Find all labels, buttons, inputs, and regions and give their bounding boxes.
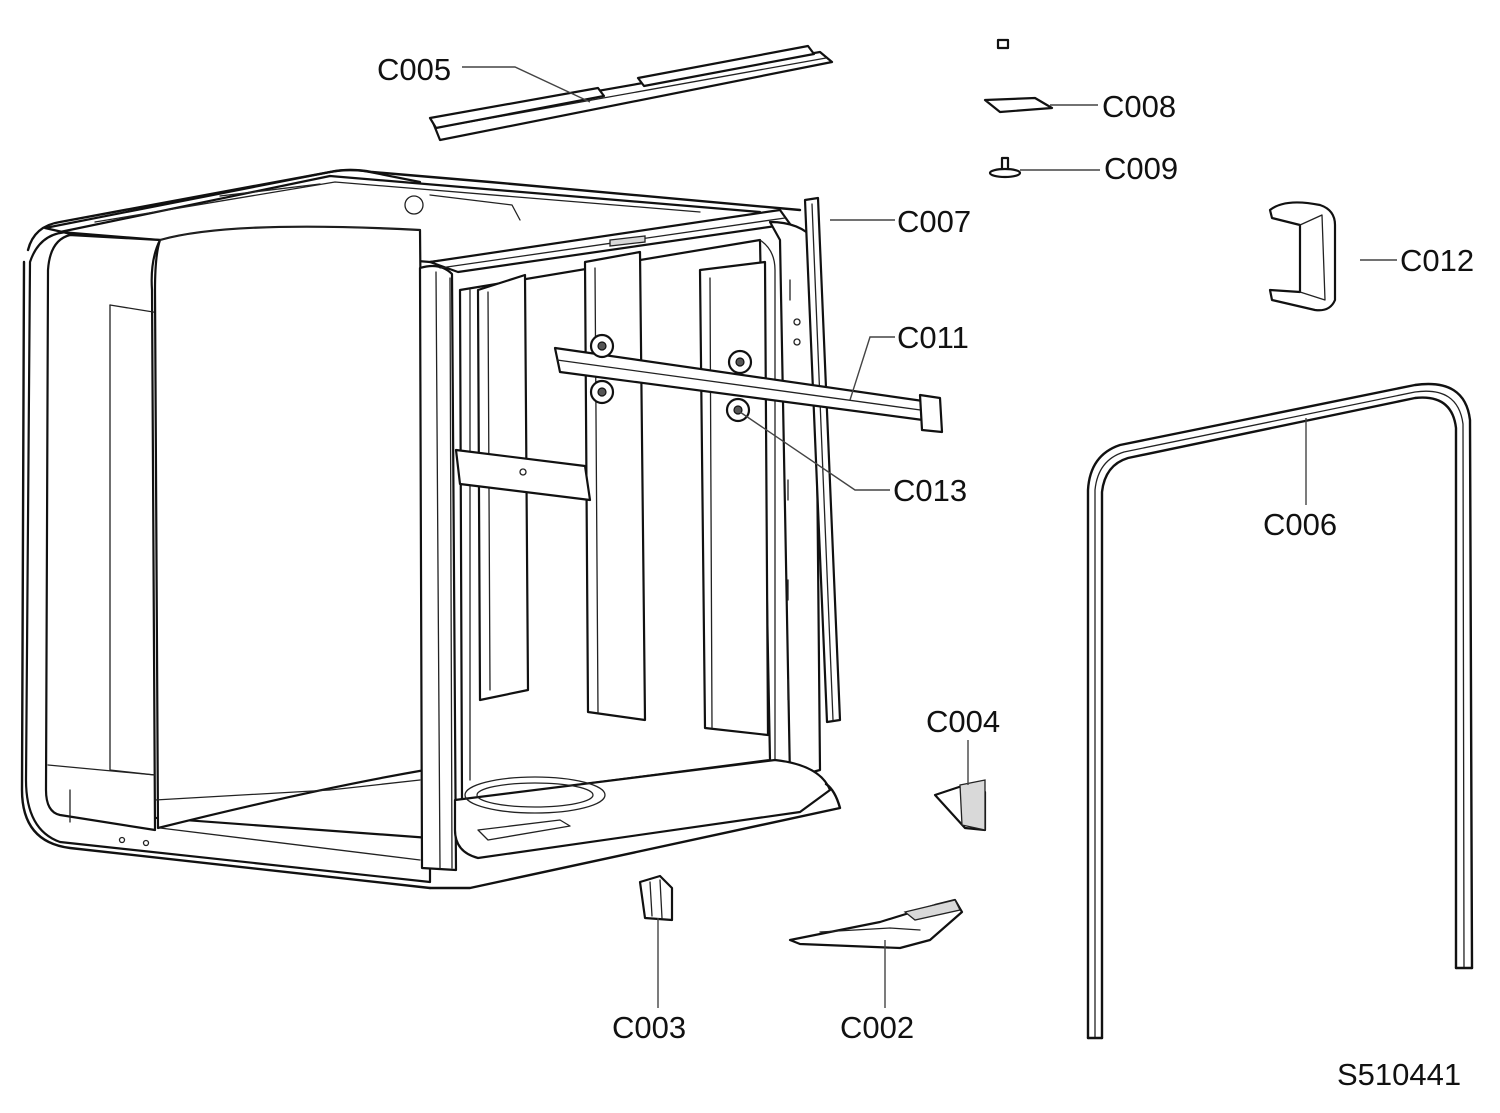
- callout-c013: C013: [893, 473, 967, 508]
- callout-c008: C008: [1102, 89, 1176, 124]
- leader-lines: [462, 66, 1397, 1008]
- callout-c003: C003: [612, 1010, 686, 1045]
- part-c003-clip: [638, 874, 674, 922]
- callout-c009: C009: [1104, 151, 1178, 186]
- part-c008-bracket: [983, 38, 1054, 114]
- part-c012-clip: [1268, 201, 1337, 312]
- tub-assembly: [20, 168, 842, 890]
- callout-c004: C004: [926, 704, 1000, 739]
- callout-c005: C005: [377, 52, 451, 87]
- part-c004-bracket: [933, 779, 987, 832]
- side-strap: [454, 448, 592, 502]
- callout-c007: C007: [897, 204, 971, 239]
- callout-c002: C002: [840, 1010, 914, 1045]
- callout-c006: C006: [1263, 507, 1337, 542]
- drawing-number: S510441: [1337, 1057, 1461, 1092]
- leader-c005: [462, 66, 591, 103]
- leader-c011: [849, 336, 895, 401]
- callout-c012: C012: [1400, 243, 1474, 278]
- part-c002-tray: [788, 898, 964, 950]
- leader-c013: [739, 411, 890, 491]
- callout-c011: C011: [897, 320, 969, 355]
- part-c006-gasket: [1086, 382, 1474, 1040]
- part-c011-rail: [553, 333, 944, 434]
- part-c013-rollers: [589, 379, 751, 423]
- part-c007-front-strip: [803, 196, 842, 724]
- part-c009-pin: [988, 156, 1022, 179]
- part-c005-top-rail: [428, 44, 834, 142]
